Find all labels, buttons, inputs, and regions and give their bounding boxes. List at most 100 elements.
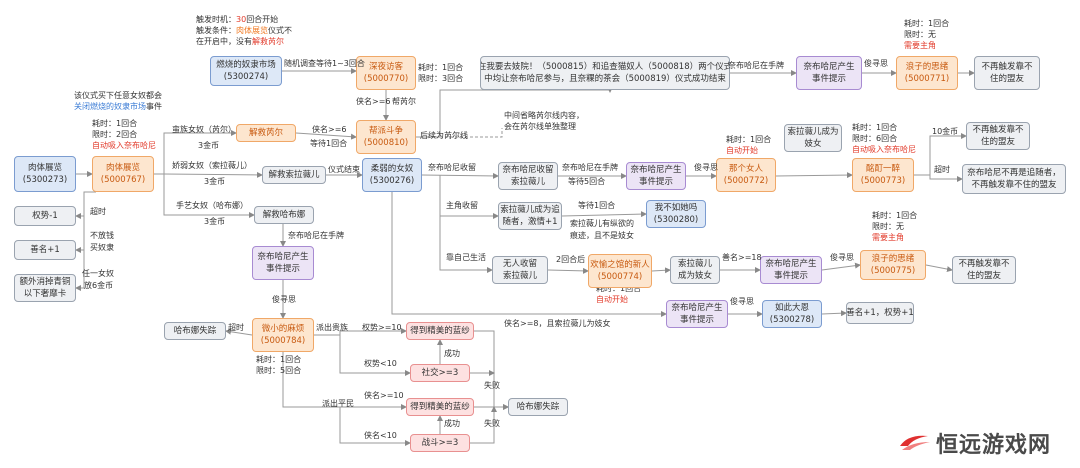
node-text: (5000770) [363, 74, 409, 84]
node-ev4: 奈布哈尼产生事件提示 [252, 246, 314, 280]
node-text: 解救索拉薇儿 [268, 170, 320, 180]
node-5000773: 酩酊一醉 (5000773) [852, 158, 914, 192]
node-chengji2: 索拉薇儿成为妓女 [670, 256, 720, 284]
edge-label-l-houxu: 后续为芮尔线 [420, 131, 468, 140]
node-ev3: 奈布哈尼产生事件提示 [760, 256, 822, 284]
site-logo: 恒远游戏网 [898, 426, 1051, 460]
node-5000767: 肉体展览(5000767) [92, 156, 154, 192]
connector-arrow [651, 267, 671, 274]
node-text: 哈布娜失踪 [516, 402, 560, 412]
edge-label-l-jun3: 俊寻思 [864, 59, 888, 68]
omitted-note: 中间省略芮尔线内容， 会在芮尔线单独整理 [504, 111, 584, 131]
connector-arrow [314, 328, 407, 336]
edge-label-l-xia8: 侠名>=8，且索拉薇儿为妓女 [504, 319, 611, 328]
node-text: (5000773) [860, 176, 906, 186]
node-zhandou: 战斗>=3 [410, 434, 470, 452]
edge-label-l-jun2: 俊寻思 [830, 253, 854, 262]
edge-label-l-quan10a: 权势>=10 [362, 323, 402, 332]
top-trigger-note: 触发时机：30回合开始 触发条件：肉体展览仪式不 在开启中，没有解救芮尔 [196, 15, 292, 46]
logo-swoosh-icon [900, 435, 930, 450]
node-shanquan: 善名+1，权势+1 [846, 302, 914, 324]
node-text: 奈布哈尼产生 [803, 62, 855, 72]
connector-arrow [929, 175, 963, 182]
edge-label-l-zongyu2: 痕迹，且不是妓女 [570, 231, 634, 240]
dashed-connector [440, 128, 503, 138]
note-5000773-timing: 耗时：1回合 限时：6回合 自动吸入奈布哈尼 [852, 123, 916, 154]
node-text: (5000771) [904, 74, 950, 84]
edge-label-l-jin3: 3金币 [204, 217, 226, 226]
node-wuren: 无人收留索拉薇儿 [492, 256, 548, 284]
edge-label-l-naibuzai: 奈布哈尼在手牌 [728, 61, 784, 70]
node-text: 事件提示 [811, 74, 846, 84]
connector-arrow [421, 172, 499, 179]
node-text: 那个女人 [728, 164, 763, 174]
node-5300274: 燃烧的奴隶市场 (5300274) [210, 56, 282, 86]
node-text: (5000775) [870, 266, 916, 276]
edge-label-l-jin1: 3金币 [198, 141, 220, 150]
node-text: 事件提示 [679, 315, 714, 325]
edge-label-l-xia: 侠名>=6 [356, 97, 391, 106]
node-text: 不再触发靠不 [958, 259, 1010, 269]
node-text: 酩酊一醉 [865, 164, 900, 174]
connector-arrow [339, 407, 411, 446]
node-text: 成为妓女 [677, 271, 712, 281]
edge-label-l-cheng2: 成功 [444, 419, 460, 428]
edge-label-l-deng1b: 等待1回合 [578, 201, 616, 210]
edge-label-l-kaoziji: 靠自己生活 [446, 253, 486, 262]
connector-arrow [439, 216, 493, 273]
note-5000772-timing: 耗时：1回合 自动开始 [726, 135, 772, 155]
note-5000775-timing: 耗时：1回合 限时：无 需要主角 [872, 211, 918, 242]
note-5000770-timing: 耗时：1回合 限时：3回合 [418, 63, 464, 83]
node-ev2: 奈布哈尼产生事件提示 [626, 162, 686, 190]
node-shan1: 善名+1 [14, 240, 76, 260]
node-5300273: 肉体展览(5300273) [14, 156, 76, 192]
node-text: 额外消掉青铜 [19, 277, 71, 287]
node-ev1: 奈布哈尼产生事件提示 [796, 56, 862, 90]
node-text: 不再触发靠不 [972, 125, 1024, 135]
edge-label-l-yishi: 仪式结束 [328, 165, 360, 174]
node-text: 事件提示 [773, 271, 808, 281]
connector-arrow [775, 172, 853, 179]
node-shilian: 在我要去妓院！（5000815）和追查猫奴人（5000818）两个仪式中均让奈布… [480, 56, 730, 90]
connector-arrow [561, 211, 647, 218]
connector-arrow [821, 262, 861, 271]
node-text: 不再触发靠不住的盟友 [971, 180, 1057, 190]
node-text: 燃烧的奴隶市场 [216, 60, 276, 70]
edge-label-l-shibai2: 失败 [484, 419, 500, 428]
node-text: (5300280) [653, 215, 699, 225]
node-hashi: 哈布娜失踪 [164, 322, 226, 340]
edge-label-l-deng1: 等待1回合 [310, 139, 348, 148]
edge-label-l-shouyi: 手艺女奴（哈布娜） [176, 201, 248, 210]
node-text: 微小的麻烦 [261, 324, 305, 334]
node-text: (5300273) [22, 175, 68, 185]
node-text: 战斗>=3 [421, 438, 459, 448]
left-ritual-note: 该仪式买下任意女奴都会 关闭燃烧的奴隶市场事件 [74, 91, 162, 111]
node-text: 浪子的思绪 [905, 62, 949, 72]
connector-arrow [547, 267, 589, 274]
edge-label-l-renyi: 任一女奴 [82, 269, 114, 278]
node-text: (5300274) [223, 72, 269, 82]
node-text: 索拉薇儿 [677, 259, 712, 269]
node-text: 社交>=3 [421, 368, 459, 378]
node-quan: 权势-1 [14, 206, 76, 226]
node-5300280: 我不如她吗 (5300280) [646, 200, 706, 228]
node-text: 住的盟友 [989, 74, 1024, 84]
edge-label-l-ran: 随机调查等待1~3回合 [284, 59, 365, 68]
connector-arrow [282, 352, 407, 410]
node-text: 欢愉之馆的新人 [590, 260, 650, 270]
node-text: 住的盟友 [966, 271, 1001, 281]
connector-arrow [75, 216, 85, 253]
node-text: 事件提示 [638, 177, 673, 187]
node-text: 柔弱的女奴 [370, 164, 414, 174]
node-text: (5000772) [723, 176, 769, 186]
connector-arrow [821, 310, 847, 317]
node-text: 我不如她吗 [654, 203, 698, 213]
edge-label-l-rongnu: 蛮族女奴（芮尔） [172, 125, 236, 134]
node-text: 索拉薇儿 [502, 271, 537, 281]
note-5000774-timing: 耗时：1回合 自动开始 [596, 284, 642, 304]
node-text: 不再触发靠不 [981, 62, 1033, 72]
node-chengji1: 索拉薇儿成为妓女 [784, 124, 842, 152]
edge-label-l-xia2: 侠名>=6 [312, 125, 347, 134]
